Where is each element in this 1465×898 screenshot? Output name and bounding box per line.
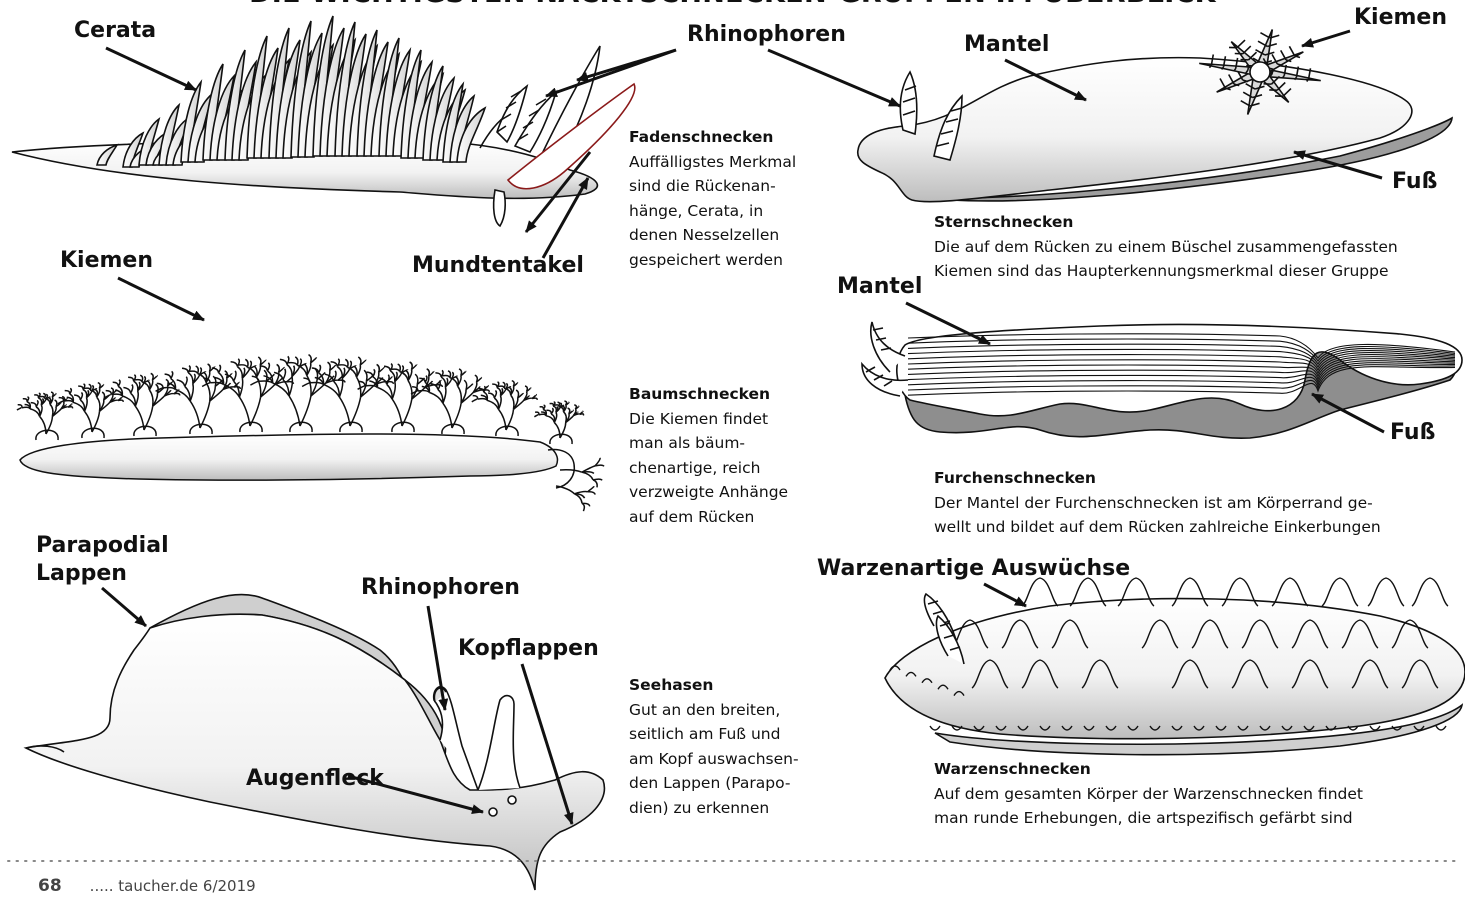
desc-sternschnecken: Sternschnecken Die auf dem Rücken zu ein… xyxy=(934,210,1398,284)
desc-line: dien) zu erkennen xyxy=(629,796,799,821)
desc-line: Die auf dem Rücken zu einem Büschel zusa… xyxy=(934,235,1398,260)
baumschnecke-drawing xyxy=(17,355,604,512)
desc-line: den Lappen (Parapo- xyxy=(629,771,799,796)
label-warzen: Warzenartige Auswüchse xyxy=(817,556,1130,582)
desc-line: Auffälligstes Merkmal xyxy=(629,150,796,175)
desc-line: auf dem Rücken xyxy=(629,505,788,530)
desc-title: Sternschnecken xyxy=(934,210,1398,235)
label-parapodial-1: Parapodial xyxy=(36,533,169,559)
desc-line: Auf dem gesamten Körper der Warzenschnec… xyxy=(934,782,1363,807)
label-parapodial-2: Lappen xyxy=(36,561,127,587)
page-number: 68 xyxy=(38,876,62,896)
footer-text: ..... taucher.de 6/2019 xyxy=(90,877,256,895)
desc-line: Die Kiemen findet xyxy=(629,407,788,432)
page-footer: 68 ..... taucher.de 6/2019 xyxy=(38,876,256,896)
desc-line: man runde Erhebungen, die artspezifisch … xyxy=(934,806,1363,831)
desc-furchenschnecken: Furchenschnecken Der Mantel der Furchens… xyxy=(934,466,1381,540)
desc-warzenschnecken: Warzenschnecken Auf dem gesamten Körper … xyxy=(934,757,1363,831)
desc-line: seitlich am Fuß und xyxy=(629,722,799,747)
label-fuss-top: Fuß xyxy=(1392,169,1437,195)
desc-line: Kiemen sind das Haupterkennungsmerkmal d… xyxy=(934,259,1398,284)
desc-title: Seehasen xyxy=(629,673,799,698)
desc-line: sind die Rückenan- xyxy=(629,174,796,199)
desc-baumschnecken: Baumschnecken Die Kiemen findet man als … xyxy=(629,382,788,529)
desc-line: Der Mantel der Furchenschnecken ist am K… xyxy=(934,491,1381,516)
desc-title: Warzenschnecken xyxy=(934,757,1363,782)
desc-fadenschnecken: Fadenschnecken Auffälligstes Merkmal sin… xyxy=(629,125,796,272)
desc-line: man als bäum- xyxy=(629,431,788,456)
desc-line: verzweigte Anhänge xyxy=(629,480,788,505)
label-augenfleck: Augenfleck xyxy=(246,766,384,792)
desc-line: denen Nesselzellen xyxy=(629,223,796,248)
desc-title: Furchenschnecken xyxy=(934,466,1381,491)
label-rhinophoren-bottom: Rhinophoren xyxy=(361,575,520,601)
warzenschnecke-drawing xyxy=(885,578,1465,755)
furchenschnecke-drawing xyxy=(862,322,1462,438)
label-kiemen-right: Kiemen xyxy=(1354,5,1447,31)
desc-seehasen: Seehasen Gut an den breiten, seitlich am… xyxy=(629,673,799,820)
label-kiemen-left: Kiemen xyxy=(60,248,153,274)
desc-line: hänge, Cerata, in xyxy=(629,199,796,224)
label-rhinophoren-top: Rhinophoren xyxy=(687,22,846,48)
label-fuss-mid: Fuß xyxy=(1390,420,1435,446)
desc-title: Baumschnecken xyxy=(629,382,788,407)
fadenschnecke-drawing xyxy=(12,16,635,226)
desc-line: gespeichert werden xyxy=(629,248,796,273)
label-kopflappen: Kopflappen xyxy=(458,636,599,662)
sternschnecke-drawing xyxy=(858,29,1452,201)
desc-title: Fadenschnecken xyxy=(629,125,796,150)
desc-line: wellt und bildet auf dem Rücken zahlreic… xyxy=(934,515,1381,540)
label-mantel-mid: Mantel xyxy=(837,274,922,300)
label-mantel-top: Mantel xyxy=(964,32,1049,58)
desc-line: am Kopf auswachsen- xyxy=(629,747,799,772)
desc-line: Gut an den breiten, xyxy=(629,698,799,723)
label-cerata: Cerata xyxy=(74,18,156,44)
page-heading: DIE WICHTIGSTEN NACKTSCHNECKEN-GRUPPEN I… xyxy=(0,0,1465,9)
desc-line: chenartige, reich xyxy=(629,456,788,481)
label-mundtentakel: Mundtentakel xyxy=(412,253,584,279)
